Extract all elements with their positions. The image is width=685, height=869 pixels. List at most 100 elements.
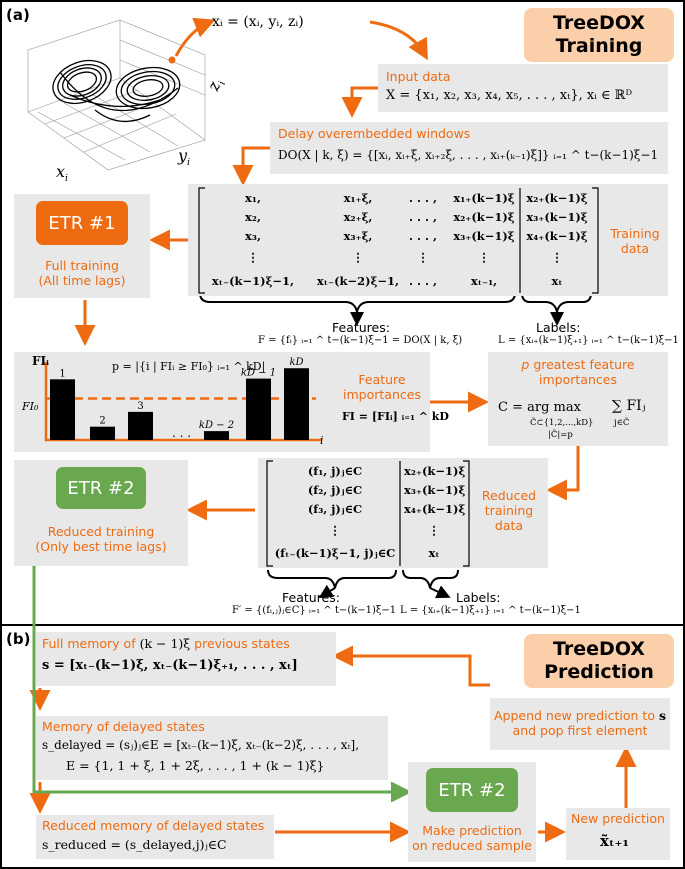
plot-x-axis: xi [56, 162, 69, 185]
chart-bar-label: 3 [137, 401, 143, 412]
reduced-matrix-cell: ⋮ [329, 523, 341, 537]
training-data-line1: Training [610, 226, 660, 241]
features2-formula: F′ = {(fᵢ,ⱼ)ⱼ∈C} ᵢ₌₁ ^ t−(k−1)ξ−1 [232, 605, 397, 616]
reduced-matrix-cell: (f₂, j)ⱼ∈C [307, 483, 363, 497]
reduced-memory-title: Reduced memory of delayed states [42, 818, 265, 833]
reduced-line3: data [494, 518, 524, 533]
plot-y-axis: yi [178, 146, 191, 169]
append-line1b: s [658, 708, 666, 723]
full-memory-title-c: previous states [190, 636, 290, 651]
training-title-line1: TreeDOX [553, 12, 645, 34]
chart-bar-label: 1 [59, 368, 65, 379]
arrow-greatest-to-reduced [546, 446, 580, 501]
delay-formula: DO(X | k, ξ) = {[xᵢ, xᵢ₊ξ, xᵢ₊₂ξ, . . . … [278, 148, 659, 162]
full-memory-box [36, 632, 336, 686]
reduced-line2: training [484, 503, 534, 518]
matrix-cell: x₃₊(k−1)ξ [526, 210, 588, 224]
greatest-formula-sub1: C̃⊂{1,2,...,kD} [530, 418, 594, 428]
labels2-title: Labels: [456, 590, 501, 605]
reduced-matrix-cell: x₄₊(k−1)ξ [404, 502, 466, 516]
chart-bar-label: kD − 1 [241, 368, 276, 379]
reduced-matrix-cell: x₂₊(k−1)ξ [404, 464, 466, 478]
reduced-memory-formula: s_reduced = (s_delayed,j)ⱼ∈C [42, 837, 227, 852]
panel-b-label: (b) [6, 630, 31, 648]
chart-bar [284, 368, 309, 440]
delayed-memory-title: Memory of delayed states [42, 719, 205, 734]
etr2-bottom-badge: ETR #2 [426, 768, 518, 812]
matrix-cell: x₄₊(k−1)ξ [526, 229, 588, 243]
chart-x-label: i [320, 434, 324, 447]
prediction-title: TreeDOX Prediction [524, 634, 674, 688]
reduced-matrix-box [258, 458, 548, 568]
xi-definition: xᵢ = (xᵢ, yᵢ, zᵢ) [212, 14, 304, 30]
append-line1: Append new prediction to s [490, 708, 670, 723]
append-text: Append new prediction to s and pop first… [490, 708, 670, 738]
chart-bar [90, 426, 115, 440]
fi-label-line2: importances [343, 387, 421, 402]
reduced-matrix-cell: (fₜ₋(k−1)ξ−1, j)ⱼ∈C [274, 546, 396, 560]
matrix-cell: ⋮ [247, 250, 259, 264]
full-memory-title-a: Full memory of [42, 636, 140, 651]
greatest-title: p greatest feature importances [488, 357, 668, 387]
matrix-cell: x₁₊ξ, [343, 191, 373, 205]
delayed-memory-formula2: E = {1, 1 + ξ, 1 + 2ξ, . . . , 1 + (k − … [66, 758, 325, 773]
greatest-title-line2: importances [539, 372, 617, 387]
etr2-bottom-desc1: Make prediction [422, 823, 522, 838]
matrix-cell: . . . , [408, 191, 438, 205]
reduced-matrix-cell: ⋮ [428, 523, 440, 537]
training-title-line2: Training [555, 35, 643, 57]
etr2-top-badge: ETR #2 [56, 467, 146, 509]
full-memory-title-b: (k − 1)ξ [139, 636, 191, 651]
input-data-box [378, 64, 668, 112]
feature-importances-label: Feature importances [334, 372, 430, 402]
etr1-description: Full training (All time lags) [14, 258, 150, 288]
fi-vector-formula: FI = [FIᵢ] ᵢ₌₁ ^ kD [342, 410, 449, 423]
matrix-cell: x₃, [245, 229, 261, 243]
chart-axes [44, 362, 322, 442]
matrix-cell: x₁, [245, 191, 261, 205]
arrow-xi-to-input [369, 20, 428, 61]
delayed-memory-formula1: s_delayed = (sⱼ)ⱼ∈E = [xₜ₋(k−1)ξ, xₜ₋(k−… [42, 738, 360, 752]
labels2-arrow [429, 585, 451, 599]
prediction-title-line1: TreeDOX [553, 638, 645, 660]
labels-formula: L = {xᵢ₊(k−1)ξ₊₁} ᵢ₌₁ ^ t−(k−1)ξ−1 [498, 335, 679, 346]
reduced-line1: Reduced [481, 488, 537, 503]
new-prediction-formula: x̃ₜ₊₁ [600, 832, 629, 850]
greatest-formula-main: C = arg max [498, 400, 581, 415]
reduced-memory-box [36, 815, 274, 859]
chart-p-formula: p = |{i | FIᵢ ≥ FI₀} ᵢ₌₁ ^ kD| [112, 360, 266, 373]
arrow-input-to-delay [341, 86, 378, 118]
full-memory-formula: s = [xₜ₋(k−1)ξ, xₜ₋(k−1)ξ₊₁, . . . , xₜ] [42, 658, 298, 673]
greatest-title-line1: p greatest feature [488, 357, 668, 372]
matrix-cell: x₂, [245, 210, 261, 224]
training-title: TreeDOX Training [524, 8, 674, 62]
greatest-formula-sub2: |C̃|=p [548, 430, 573, 440]
matrix-cell: . . . , [408, 274, 438, 288]
chart-bar [204, 431, 229, 440]
matrix-cell: xₜ₋(k−1)ξ−1, [211, 274, 295, 288]
etr2-top-desc2: (Only best time lags) [35, 539, 167, 554]
features-formula: F = {fᵢ} ᵢ₌₁ ^ t−(k−1)ξ−1 = DO(X | k, ξ) [258, 335, 463, 346]
matrix-cell: x₃₊ξ, [343, 229, 373, 243]
etr2-top-description: Reduced training (Only best time lags) [14, 524, 188, 554]
features2-title: Features: [282, 590, 340, 605]
etr2-bottom-description: Make prediction on reduced sample [408, 823, 536, 853]
append-line2: and pop first element [512, 723, 648, 738]
full-memory-title: Full memory of (k − 1)ξ previous states [42, 636, 290, 651]
matrix-cell: . . . , [408, 229, 438, 243]
matrix-cell: ⋮ [478, 250, 490, 264]
chart-y-label: FIᵢ [32, 354, 50, 368]
greatest-box [488, 352, 668, 446]
etr2-top-desc1: Reduced training [47, 524, 155, 539]
features2-arrow [318, 584, 336, 599]
matrix-cell: x₂₊(k−1)ξ [526, 191, 588, 205]
fi-label-line1: Feature [358, 372, 406, 387]
chart-bar [246, 378, 271, 440]
panel-b-frame [0, 624, 685, 869]
chart-bar [50, 379, 75, 440]
delay-title: Delay overembedded windows [278, 126, 471, 141]
current-point [168, 56, 176, 64]
